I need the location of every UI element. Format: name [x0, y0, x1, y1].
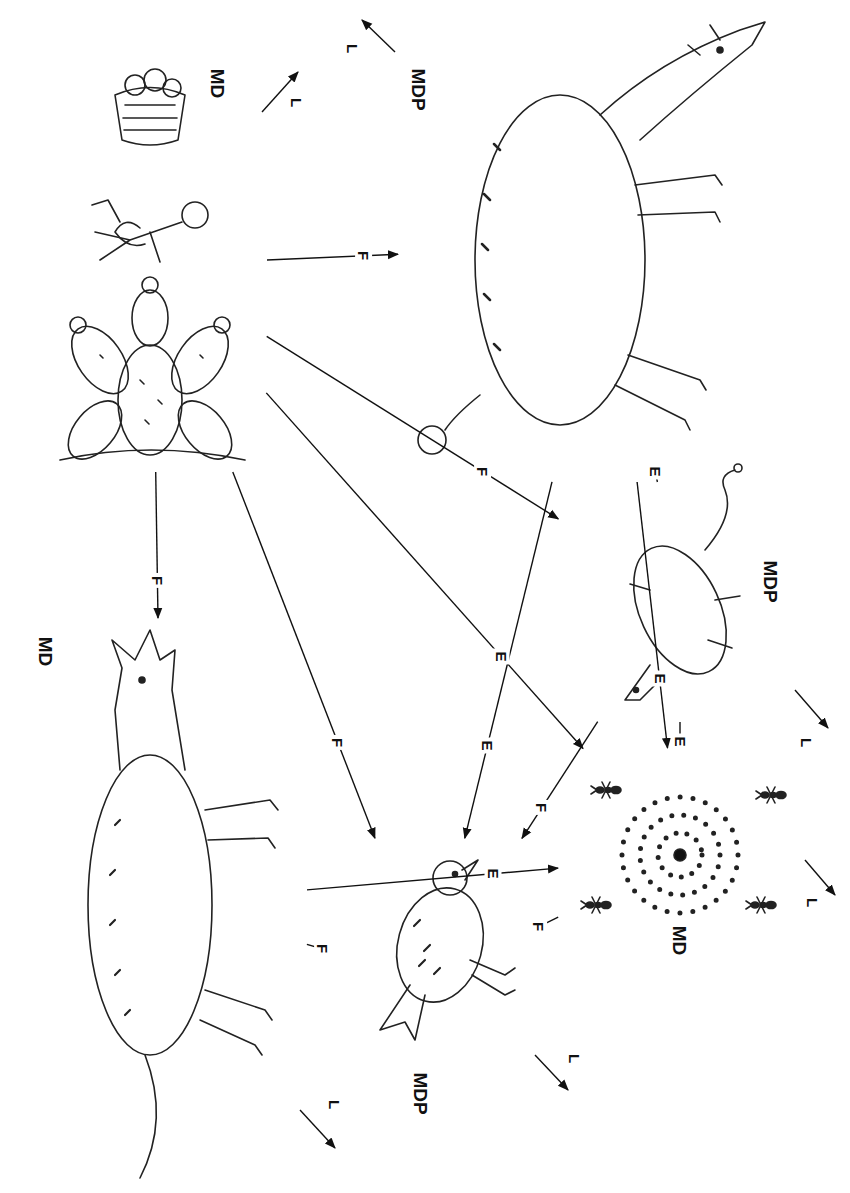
ant-nest — [622, 797, 738, 913]
flow-arrow — [233, 472, 375, 838]
coyote — [88, 630, 278, 1178]
loss-label-holder: L — [345, 44, 360, 53]
loss-arrows — [262, 20, 835, 1148]
group-label-holder: MD — [208, 68, 227, 98]
group-label: MD — [208, 68, 227, 98]
flow-arrow — [465, 482, 552, 838]
ants — [581, 782, 786, 913]
loss-label: L — [567, 1053, 582, 1062]
flow-label: F — [356, 248, 373, 263]
loss-label: L — [289, 97, 304, 106]
flow-arrow — [522, 722, 598, 839]
group-label-holder: MD — [670, 925, 689, 955]
flow-label-holder: F — [355, 248, 372, 263]
flow-label-holder: F — [329, 735, 346, 750]
loss-label-holder: L — [327, 1100, 342, 1109]
peccary — [418, 22, 765, 454]
flow-label: F — [149, 572, 166, 587]
flow-label-holder: F — [314, 941, 331, 956]
loss-label-holder: L — [799, 738, 814, 747]
rat — [615, 464, 745, 700]
loss-label: L — [345, 43, 360, 52]
flow-arrow — [267, 336, 559, 519]
basket — [115, 69, 185, 145]
group-label: MDP — [410, 1072, 429, 1114]
loss-label-holder: L — [289, 98, 304, 107]
flow-label-holder: E — [672, 733, 689, 749]
group-label: MDP — [408, 68, 427, 110]
loss-label: L — [799, 737, 814, 746]
flow-label: E — [492, 648, 509, 664]
organism-node: MD — [560, 750, 800, 965]
loss-label: L — [327, 1099, 342, 1108]
flow-label-holder: F — [474, 464, 491, 479]
flow-label: F — [330, 735, 347, 750]
human-figure — [92, 200, 208, 262]
group-label-holder: MD — [36, 636, 55, 666]
flow-arrow — [637, 482, 667, 748]
flow-label: F — [533, 800, 550, 815]
loss-label-holder: L — [567, 1054, 582, 1063]
flow-label: E — [479, 737, 496, 753]
organism-node: MDP — [400, 10, 820, 480]
flow-label: E — [651, 671, 668, 687]
flow-label-holder: E — [484, 866, 501, 882]
flow-label-holder: F — [149, 573, 166, 588]
flow-label: F — [474, 464, 491, 479]
loss-label: L — [805, 897, 820, 906]
group-label-holder: MDP — [408, 68, 427, 110]
flow-label-holder: E — [479, 737, 496, 753]
flow-label: E — [672, 733, 689, 749]
bird — [380, 860, 515, 1040]
flow-label: E — [647, 464, 664, 480]
flow-label: F — [314, 941, 331, 956]
group-label: MD — [670, 925, 689, 955]
flow-arrow — [307, 868, 558, 890]
flow-arrow — [156, 472, 158, 618]
flow-label-holder: E — [647, 464, 664, 480]
flow-label: E — [484, 866, 501, 882]
flow-arrow — [266, 393, 583, 749]
group-label: MD — [36, 636, 55, 666]
flow-label-holder: F — [530, 919, 547, 934]
flow-arrow — [267, 254, 398, 260]
organism-node: MD — [20, 620, 305, 1185]
flow-label-holder: E — [492, 648, 509, 664]
group-label-holder: MDP — [760, 560, 779, 602]
organism-node: MD — [40, 60, 265, 470]
flow-label-holder: E — [651, 671, 668, 687]
group-label: MDP — [760, 560, 779, 602]
flow-label: F — [530, 919, 547, 934]
group-label-holder: MDP — [410, 1072, 429, 1114]
flow-label-holder: F — [533, 800, 550, 815]
prickly-pear-cactus — [58, 277, 245, 469]
loss-label-holder: L — [805, 898, 820, 907]
organism-node: MDP — [560, 470, 800, 720]
organism-node: MDP — [330, 840, 530, 1120]
